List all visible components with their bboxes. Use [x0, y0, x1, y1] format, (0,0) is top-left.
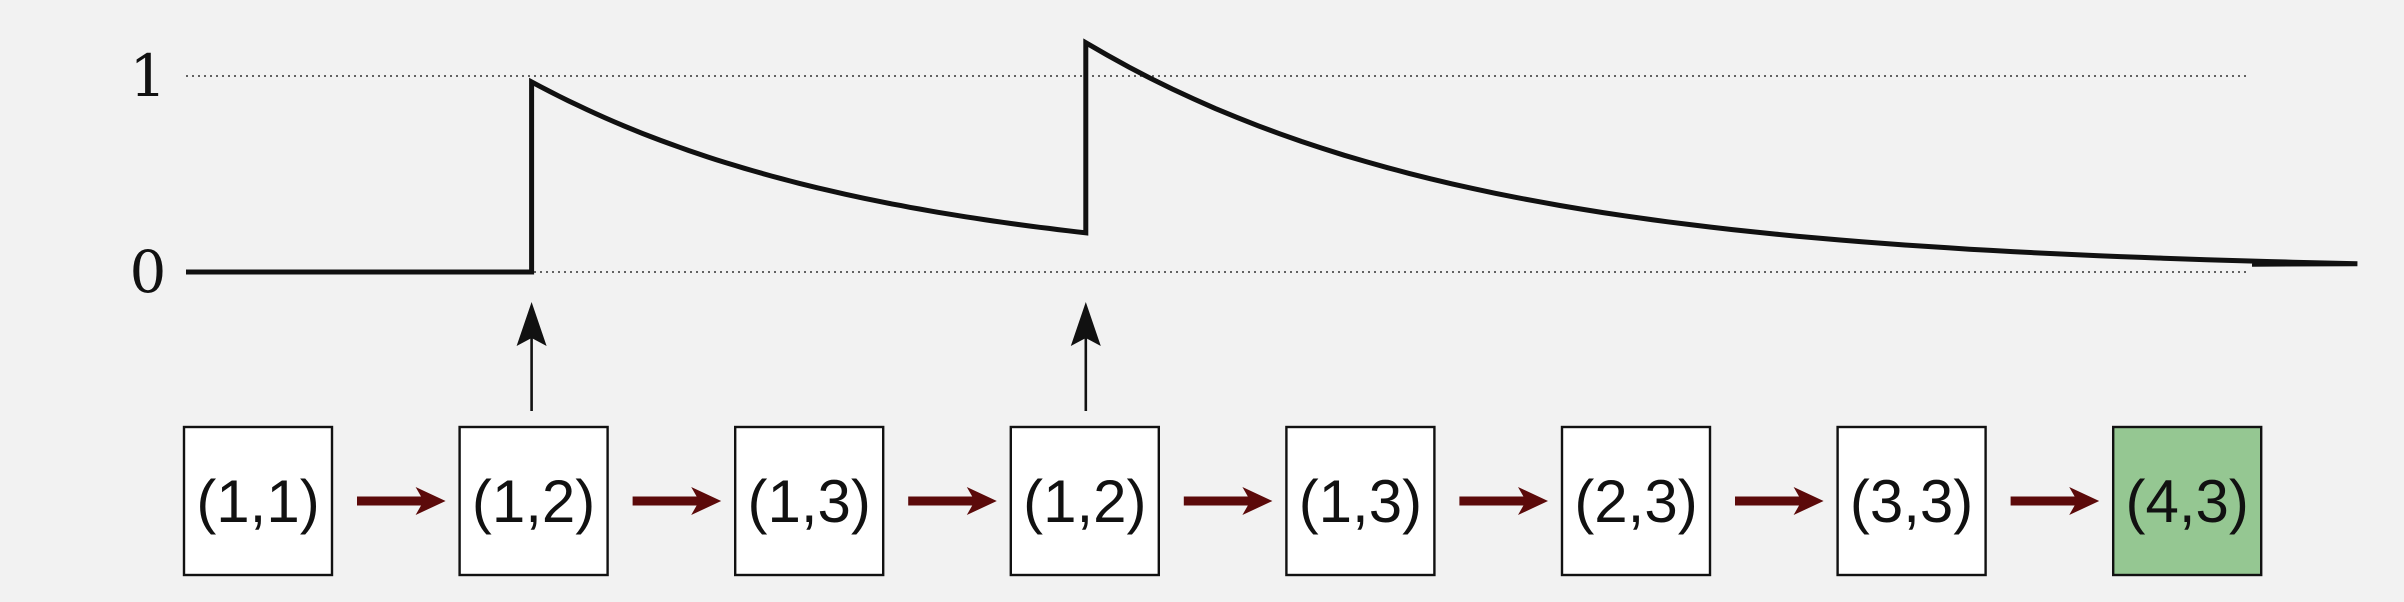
transition-arrow-head — [2069, 487, 2100, 515]
state-box — [1285, 425, 1436, 577]
transition-arrow-head — [1518, 487, 1548, 515]
state-box — [1836, 425, 1987, 577]
state-node: (4,3) — [2111, 425, 2263, 577]
y-tick-label: 0 — [130, 238, 167, 306]
transition-arrow-head — [691, 487, 722, 515]
state-node: (1,3) — [734, 425, 885, 577]
state-node: (1,2) — [1009, 425, 1160, 577]
y-tick-label: 1 — [130, 42, 167, 110]
state-label: (1,3) — [1299, 468, 1422, 535]
state-node: (2,3) — [1560, 425, 1712, 577]
signal-curve — [186, 38, 2358, 275]
signal-plot: 10 — [130, 38, 2358, 306]
state-sequence: (1,1) (1,2) (1,3) (1,2) (1,3) (2,3) (3,3) (4,3) — [182, 425, 2263, 577]
state-label: (1,2) — [472, 468, 595, 535]
state-box — [1560, 425, 1712, 577]
transition-arrow-head — [966, 487, 997, 515]
state-node: (1,2) — [458, 425, 609, 577]
state-box — [182, 425, 334, 577]
state-node: (1,1) — [182, 425, 334, 577]
state-box — [458, 425, 609, 577]
state-label: (3,3) — [1850, 468, 1973, 535]
state-label: (2,3) — [1574, 468, 1697, 535]
state-node: (1,3) — [1285, 425, 1436, 577]
trigger-arrows — [516, 302, 1101, 411]
transition-arrow-head — [1242, 487, 1273, 515]
transition-arrow-head — [1793, 487, 1824, 515]
trigger-arrow-head — [516, 302, 547, 346]
state-node: (3,3) — [1836, 425, 1987, 577]
trigger-arrow-head — [1070, 302, 1101, 346]
goal-state-box — [2111, 425, 2263, 577]
state-label: (1,3) — [748, 468, 871, 535]
transition-arrow-head — [415, 487, 446, 515]
state-label: (1,1) — [196, 468, 319, 535]
state-box — [1009, 425, 1160, 577]
state-label: (1,2) — [1023, 468, 1146, 535]
state-label: (4,3) — [2126, 468, 2249, 535]
state-box — [734, 425, 885, 577]
